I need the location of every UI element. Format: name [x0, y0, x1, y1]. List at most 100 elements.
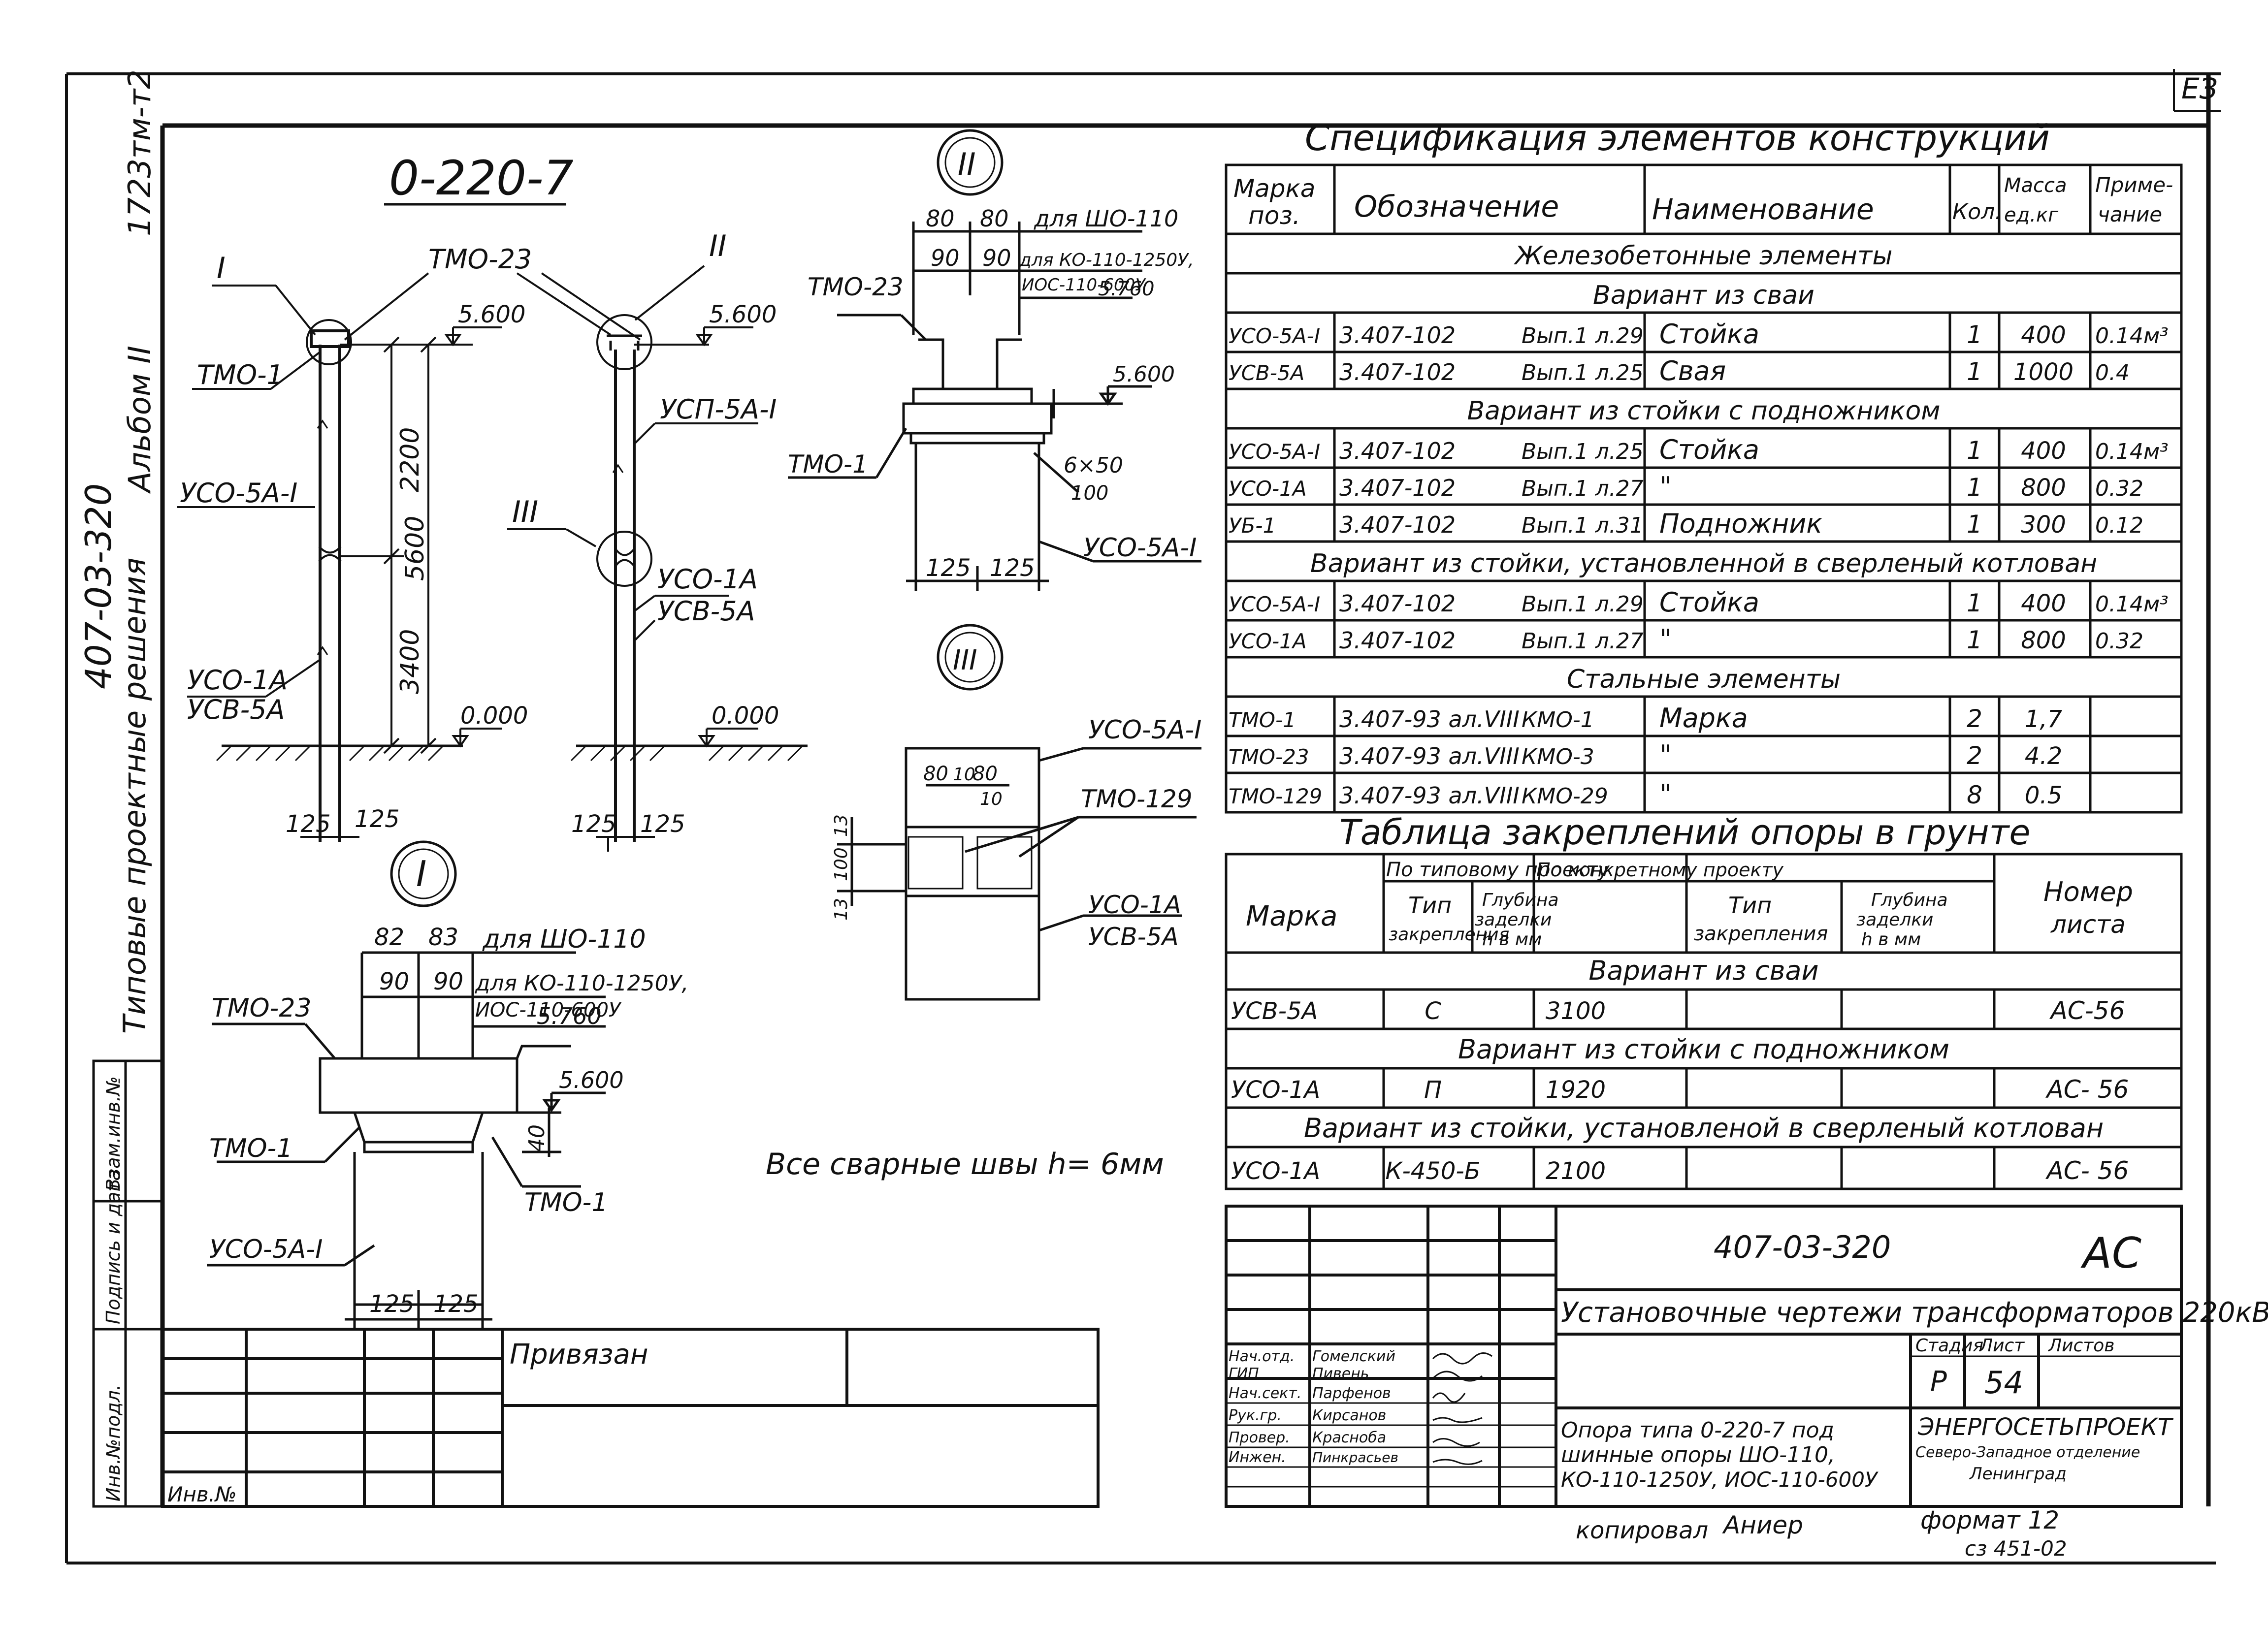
anchor-h-typeb-1: Тип	[1728, 892, 1772, 919]
detail-II: II 80 80 д	[788, 129, 1201, 591]
anchor-h-concrete: По конкретному проекту	[1536, 859, 1784, 881]
pole-left	[306, 319, 352, 842]
main-title: 0-220-7	[389, 151, 574, 206]
detIII-dim-13a: 13	[831, 814, 851, 837]
tb-role-5: Провер.	[1229, 1429, 1290, 1446]
tb-role-1: Нач.отд.	[1229, 1348, 1295, 1365]
usv5a-label-right: УСВ-5А	[657, 596, 755, 627]
spec-cell-mark: ТМО-1	[1229, 708, 1296, 732]
spec-cell-ref: Вып.1 л.27	[1522, 476, 1644, 501]
spec-cell-mass: 300	[2021, 511, 2066, 539]
anchor-h-depth-2: заделки	[1475, 910, 1552, 930]
anchor-cell-type: С	[1425, 997, 1441, 1025]
tb-role-3: Нач.сект.	[1229, 1385, 1301, 1402]
project-number: 407-03-320	[78, 483, 119, 689]
spec-cell-mass: 800	[2021, 627, 2066, 654]
spec-cell-code: 3.407-102	[1339, 475, 1456, 501]
uso5a-label: УСО-5А-I	[180, 478, 297, 509]
spec-cell-name: Марка	[1659, 702, 1748, 734]
tb-desc-1: Опора типа 0-220-7 под	[1561, 1418, 1834, 1443]
spec-title: Спецификация элементов конструкций	[1305, 117, 2050, 159]
detI-dim-125a: 125	[369, 1290, 415, 1318]
detI-uso5a: УСО-5А-I	[209, 1235, 323, 1264]
detail-III: III УСО-5А-I 80 10 80 10 ТМО-129 13 100 …	[831, 624, 1201, 1001]
detII-dim-90a: 90	[931, 245, 960, 271]
spec-cell-qty: 1	[1967, 320, 1982, 349]
detIII-tmo129: ТМО-129	[1081, 785, 1193, 813]
dim-125-c: 125	[571, 810, 616, 838]
anchor-cell-mark: УСО-1А	[1231, 1157, 1320, 1185]
spec-cell-qty: 1	[1967, 473, 1982, 502]
pole-right	[596, 314, 652, 842]
tb-org-3: Ленинград	[1969, 1464, 2067, 1484]
spec-cell-code: 3.407-102	[1339, 438, 1456, 464]
tb-sheet-h: Лист	[1978, 1336, 2025, 1356]
spec-section-label: Вариант из стойки с подножником	[1467, 396, 1940, 426]
spec-cell-mark: ТМО-23	[1229, 745, 1309, 769]
weld-note: Все сварные швы h= 6мм	[766, 1147, 1164, 1181]
spec-h-prim-2: чание	[2098, 202, 2162, 226]
anchor-section-label: Вариант из стойки, установленой в сверле…	[1304, 1113, 2104, 1144]
anchor-h-marka: Марка	[1246, 900, 1337, 932]
tmo1-label: ТМО-1	[197, 359, 284, 390]
spec-cell-code: 3.407-102	[1339, 590, 1456, 617]
spec-cell-note: 0.14м³	[2095, 592, 2169, 617]
side-stamp	[92, 1059, 164, 1508]
detI-note-ko1: для КО-110-1250У,	[475, 971, 688, 996]
spec-cell-ref: Вып.1 л.29	[1522, 592, 1644, 617]
spec-cell-name: "	[1659, 471, 1672, 502]
spec-cell-mark: УБ-1	[1229, 513, 1276, 538]
detail-II-mark: II	[958, 146, 976, 182]
uso1a-label-right: УСО-1А	[657, 564, 758, 595]
spec-h-mass-1: Масса	[2004, 174, 2067, 197]
tb-name-2: Пивень	[1312, 1365, 1369, 1382]
spec-cell-code: 3.407-102	[1339, 627, 1456, 654]
spec-cell-note: 0.14м³	[2095, 323, 2169, 349]
anchor-cell-depth: 1920	[1546, 1076, 1606, 1104]
spec-cell-name: Стойка	[1659, 434, 1759, 465]
tb-name-6: Пинкрасьев	[1312, 1449, 1398, 1466]
anchor-h-sheet-2: листа	[2050, 910, 2126, 939]
spec-cell-qty: 1	[1967, 436, 1982, 465]
side-vzam: Взам.инв.№	[102, 1076, 124, 1191]
anchor-h-depth-3: h в мм	[1482, 929, 1542, 950]
spec-section-label: Вариант из стойки, установленной в сверл…	[1310, 549, 2097, 578]
spec-cell-code: 3.407-102	[1339, 511, 1456, 538]
linked-label: Привязан	[510, 1339, 648, 1371]
usp5a-label: УСП-5А-I	[660, 394, 777, 425]
tb-role-4: Рук.гр.	[1229, 1407, 1282, 1424]
detIII-dim-100: 100	[831, 847, 851, 881]
detI-tmo1-right: ТМО-1	[524, 1188, 608, 1217]
spec-cell-note: 0.32	[2095, 629, 2143, 654]
album-label: Альбом II	[122, 346, 158, 494]
detIII-uso1a: УСО-1А	[1088, 891, 1181, 919]
spec-cell-ref: Вып.1 л.25	[1522, 439, 1644, 464]
detII-note-ko1: для КО-110-1250У,	[1019, 250, 1194, 270]
spec-table: Спецификация элементов конструкций	[1225, 117, 2183, 814]
detail-III-mark: III	[953, 644, 977, 676]
spec-cell-name: Свая	[1659, 355, 1726, 386]
dim-5600: 5600	[400, 516, 430, 581]
spec-cell-mass: 800	[2021, 474, 2066, 502]
spec-cell-qty: 1	[1967, 589, 1982, 617]
spec-cell-ref: КМО-29	[1522, 784, 1608, 809]
detIII-dim-13b: 13	[831, 898, 851, 921]
tb-desc-3: КО-110-1250У, ИОС-110-600У	[1561, 1468, 1879, 1492]
tb-org-2: Северо-Западное отделение	[1915, 1444, 2140, 1461]
spec-cell-note: 0.4	[2095, 360, 2130, 385]
detI-note-sho: для ШО-110	[482, 925, 646, 954]
signatures	[1432, 1352, 1492, 1465]
detIII-dim-80a: 80	[923, 763, 948, 785]
tb-desc-2: шинные опоры ШО-110,	[1561, 1442, 1835, 1468]
tb-stage-h: Стадия	[1915, 1336, 1983, 1356]
spec-cell-mark: УСО-5А-I	[1229, 592, 1320, 616]
anchor-h-depthb-1: Глубина	[1871, 890, 1948, 910]
detII-uso5a: УСО-5А-I	[1083, 533, 1197, 563]
footer-stamp: сз 451-02	[1965, 1536, 2067, 1561]
anchor-cell-type: К-450-Б	[1385, 1157, 1480, 1185]
spec-h-marka-1: Марка	[1233, 174, 1315, 203]
detII-bar-1: 6×50	[1064, 453, 1123, 478]
anchor-h-type-1: Тип	[1408, 892, 1452, 919]
series-code: 1723тм-т2	[122, 69, 158, 236]
